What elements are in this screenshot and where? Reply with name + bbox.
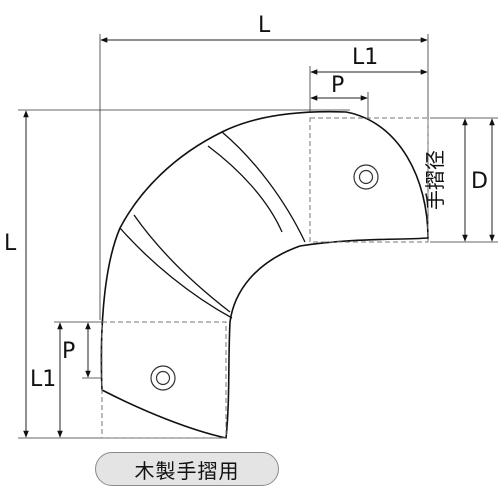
top-mounting-plate [309,117,429,243]
dimension-lines [23,37,495,438]
seam-line [119,227,233,319]
label-diameter: D [471,169,488,194]
label-leg-length-left: L1 [30,367,56,392]
label-pitch-top: P [331,73,344,98]
seam-line [207,145,283,233]
label-rail-diameter: 手摺径 [423,150,447,210]
screw-holes [150,164,379,391]
seam-line [133,214,231,313]
label-overall-length-left: L [4,231,17,256]
mounting-plates [101,117,429,439]
label-pitch-left: P [62,339,75,364]
screw-hole-icon [353,164,379,190]
seam-line [221,131,306,243]
label-overall-length-top: L [258,13,271,38]
elbow-bracket [100,110,429,439]
bracket-outline [100,110,429,439]
screw-hole-icon [150,365,176,391]
caption-badge: 木製手摺用 [95,452,279,486]
label-leg-length-top: L1 [352,45,378,70]
dimension-labels: L L1 P L L1 P D 手摺径 [4,13,488,392]
